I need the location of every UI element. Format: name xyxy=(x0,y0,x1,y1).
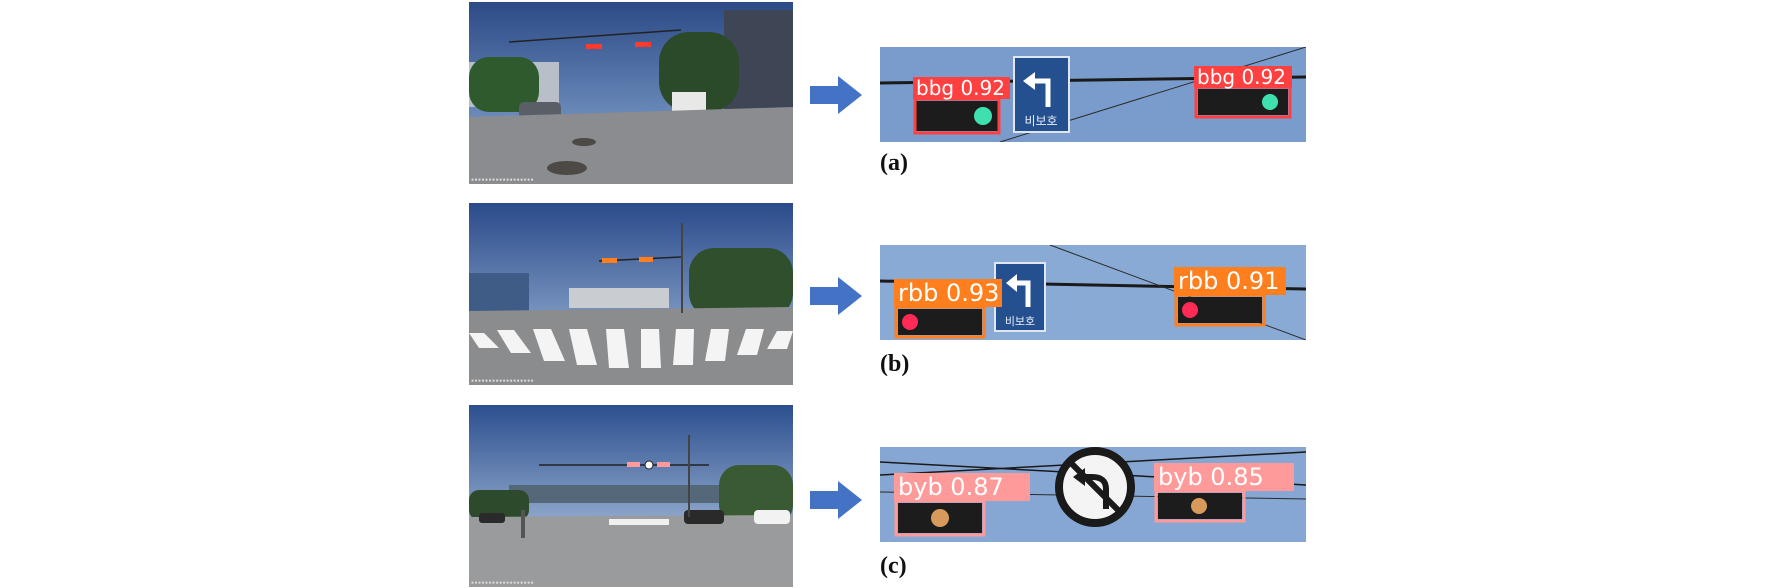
dashcam-photo-b: ▪▪▪▪▪▪▪▪▪▪▪▪▪▪▪▪▪▪ xyxy=(469,203,793,385)
no-left-turn-icon xyxy=(1055,447,1135,527)
road-sign-b: 비보호 xyxy=(994,262,1046,332)
timestamp-overlay: ▪▪▪▪▪▪▪▪▪▪▪▪▪▪▪▪▪▪ xyxy=(471,378,535,384)
row-c: ▪▪▪▪▪▪▪▪▪▪▪▪▪▪▪▪▪▪ byb 0.87 by xyxy=(0,405,1772,587)
detection-label-b2: rbb 0.91 xyxy=(1178,267,1279,295)
dashcam-photo-a: ▪▪▪▪▪▪▪▪▪▪▪▪▪▪▪▪▪▪ xyxy=(469,2,793,184)
right-arrow-icon xyxy=(810,277,862,315)
caption-c: (c) xyxy=(880,553,907,579)
road-sign-a: 비보호 xyxy=(1013,56,1070,133)
right-arrow-icon xyxy=(810,76,862,114)
detection-label-c1: byb 0.87 xyxy=(898,473,1004,501)
detection-crop-a: 비보호 bbg 0.92 bbg 0.92 xyxy=(880,47,1306,142)
detection-label-c2: byb 0.85 xyxy=(1158,463,1264,491)
detection-crop-b: 비보호 rbb 0.93 rbb 0.91 xyxy=(880,245,1306,340)
row-b: ▪▪▪▪▪▪▪▪▪▪▪▪▪▪▪▪▪▪ 비보호 rbb 0.93 rbb 0. xyxy=(0,203,1772,385)
sign-text: 비보호 xyxy=(1005,315,1035,328)
street-scene-a xyxy=(469,2,793,184)
street-scene-c xyxy=(469,405,793,587)
caption-b: (b) xyxy=(880,351,910,377)
detection-label-a2: bbg 0.92 xyxy=(1197,65,1286,89)
right-arrow-icon xyxy=(810,481,862,519)
row-a: ▪▪▪▪▪▪▪▪▪▪▪▪▪▪▪▪▪▪ 비보호 bbg 0.92 xyxy=(0,2,1772,184)
timestamp-overlay: ▪▪▪▪▪▪▪▪▪▪▪▪▪▪▪▪▪▪ xyxy=(471,580,535,586)
street-scene-b xyxy=(469,203,793,385)
detection-label-a1: bbg 0.92 xyxy=(916,76,1005,100)
sign-text: 비보호 xyxy=(1024,114,1057,128)
timestamp-overlay: ▪▪▪▪▪▪▪▪▪▪▪▪▪▪▪▪▪▪ xyxy=(471,177,535,183)
caption-a: (a) xyxy=(880,150,908,176)
detection-label-b1: rbb 0.93 xyxy=(898,279,999,307)
detection-crop-c: byb 0.87 byb 0.85 xyxy=(880,447,1306,542)
dashcam-photo-c: ▪▪▪▪▪▪▪▪▪▪▪▪▪▪▪▪▪▪ xyxy=(469,405,793,587)
